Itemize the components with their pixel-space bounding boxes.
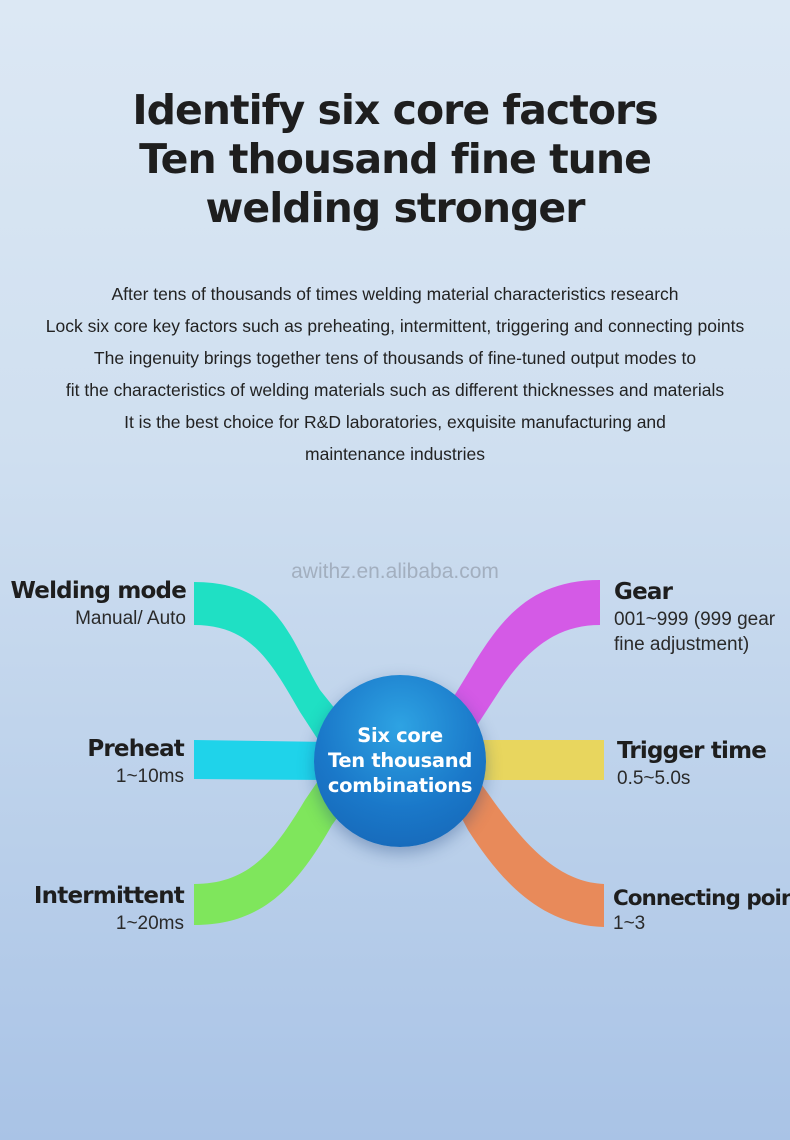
intro-text: After tens of thousands of times welding… — [0, 278, 790, 470]
intro-line: fit the characteristics of welding mater… — [65, 380, 725, 400]
ribbon-intermittent — [194, 775, 350, 925]
ribbon-trigger-time — [470, 740, 604, 780]
factor-value: 0.5~5.0s — [617, 768, 691, 789]
hub-line: combinations — [327, 774, 473, 797]
intro-line: The ingenuity brings together tens of th… — [93, 348, 697, 368]
factor-connecting-point: Connecting point 1~3 — [613, 884, 790, 934]
factor-value: 1~20ms — [115, 913, 184, 934]
ribbon-connecting-point — [452, 782, 604, 927]
headline: Identify six core factors Ten thousand f… — [0, 86, 790, 233]
headline-line: Ten thousand fine tune — [139, 135, 652, 183]
intro-line: After tens of thousands of times welding… — [111, 284, 679, 304]
factor-intermittent: Intermittent 1~20ms — [33, 881, 185, 936]
hub-line: Six core — [357, 724, 443, 747]
factor-title: Welding mode — [10, 578, 187, 604]
watermark: awithz.en.alibaba.com — [291, 560, 499, 583]
factor-value: 1~3 — [613, 913, 646, 934]
factor-title: Connecting point — [613, 886, 790, 911]
factor-gear: Gear 001~999 (999 gear fine adjustment) — [614, 577, 775, 657]
hub-text: Six core Ten thousand combinations — [314, 723, 486, 798]
factor-value: 1~10ms — [115, 766, 184, 787]
intro-line: Lock six core key factors such as prehea… — [45, 316, 745, 336]
ribbon-welding-mode — [194, 582, 348, 752]
factor-title: Gear — [614, 579, 673, 605]
factor-preheat: Preheat 1~10ms — [87, 734, 184, 789]
headline-line: Identify six core factors — [132, 86, 658, 134]
factor-trigger-time: Trigger time 0.5~5.0s — [617, 736, 767, 791]
factor-title: Preheat — [87, 736, 184, 762]
ribbon-gear — [448, 580, 600, 730]
hub-line: Ten thousand — [327, 749, 473, 772]
factor-welding-mode: Welding mode Manual/ Auto — [10, 576, 187, 631]
intro-line: maintenance industries — [305, 444, 485, 464]
center-hub: Six core Ten thousand combinations — [314, 675, 486, 847]
factor-value: fine adjustment) — [614, 634, 750, 655]
ribbon-preheat — [194, 740, 330, 780]
factor-value: 001~999 (999 gear — [614, 609, 776, 630]
intro-line: It is the best choice for R&D laboratori… — [124, 412, 666, 432]
headline-line: welding stronger — [205, 184, 586, 232]
factor-value: Manual/ Auto — [75, 608, 186, 629]
factor-title: Trigger time — [617, 738, 767, 764]
factor-title: Intermittent — [33, 883, 185, 909]
